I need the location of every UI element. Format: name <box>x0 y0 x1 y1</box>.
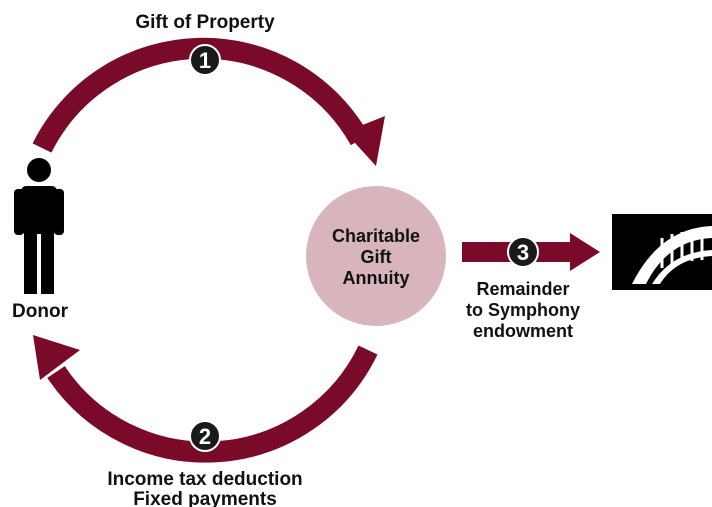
person-right-arm <box>54 189 64 235</box>
top-arc-arrowhead <box>345 116 385 166</box>
person-left-leg <box>24 230 37 294</box>
step-2-label-line-2: Fixed payments <box>133 489 277 507</box>
logo-arch-inner <box>652 250 712 284</box>
person-right-leg <box>41 230 54 294</box>
remainder-arrow-head <box>570 233 600 271</box>
step-3-label-line-2: to Symphony <box>466 300 580 320</box>
step-3-badge: 3 <box>507 236 539 268</box>
step-3-badge-circle <box>507 236 539 268</box>
bottom-arc-shaft <box>47 345 378 463</box>
step-3-label-line-3: endowment <box>473 321 573 341</box>
step-2-badge: 2 <box>189 420 221 452</box>
center-label-line-2: Gift <box>361 247 392 267</box>
center-label-line-3: Annuity <box>343 268 410 288</box>
symphony-hall-logo <box>612 214 712 290</box>
step-1-badge-circle <box>189 44 221 76</box>
center-label-line-1: Charitable <box>332 226 420 246</box>
charitable-gift-annuity: Charitable Gift Annuity <box>306 186 446 326</box>
person-left-arm <box>14 189 24 235</box>
bottom-arc-arrowhead <box>33 335 80 380</box>
step-1-label: Gift of Property <box>135 12 275 33</box>
step-2-badge-circle <box>189 420 221 452</box>
step-3-label-line-1: Remainder <box>476 279 569 299</box>
logo-columns <box>660 230 704 268</box>
donor-label: Donor <box>12 301 69 322</box>
person-head <box>27 158 51 182</box>
annuity-circle <box>306 186 446 326</box>
person-icon <box>14 158 64 294</box>
step-1-badge: 1 <box>189 44 221 76</box>
step-1-number: 1 <box>199 48 211 73</box>
step-2-label-line-1: Income tax deduction <box>107 469 302 490</box>
bottom-arc-arrow <box>33 335 378 463</box>
step-3-number: 3 <box>517 240 529 265</box>
step-2-number: 2 <box>199 424 211 449</box>
person-torso <box>21 186 57 234</box>
